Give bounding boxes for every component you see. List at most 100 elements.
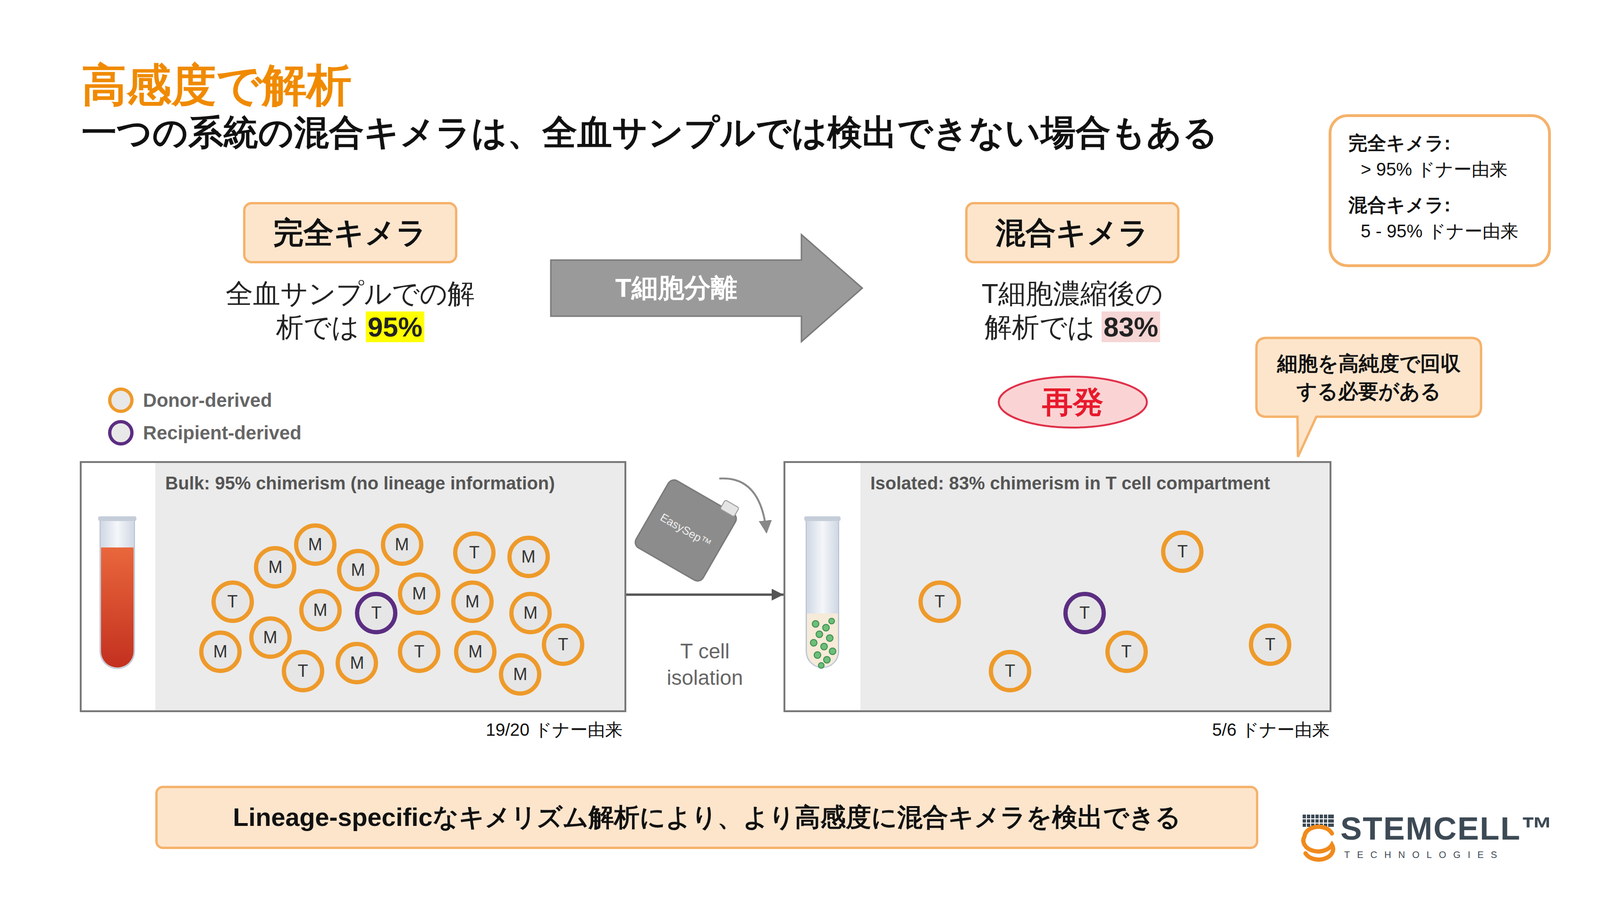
conclusion-banner: Lineage-specificなキメリズム解析により、より高感度に混合キメラを… bbox=[155, 785, 1259, 850]
cell-circle: M bbox=[336, 548, 380, 592]
cell-type: M bbox=[351, 560, 366, 581]
cell-circle: M bbox=[380, 523, 424, 566]
definition-text: 5 - 95% ドナー由来 bbox=[1348, 218, 1539, 245]
state-name: 完全キメラ bbox=[273, 212, 428, 254]
cell-circle: M bbox=[397, 572, 441, 615]
cell-type: M bbox=[513, 664, 528, 685]
result-value: 95% bbox=[365, 311, 425, 343]
cell-circle: M bbox=[498, 653, 542, 696]
cell-type: T bbox=[934, 591, 945, 612]
state-box: 完全キメラ全血サンプルでの解析では95% bbox=[243, 202, 458, 264]
cell-circle: T bbox=[541, 623, 585, 666]
title: 高感度で解析 bbox=[81, 55, 352, 117]
result-text: 全血サンプルでの解析では95% bbox=[218, 277, 483, 345]
cell-circle: M bbox=[253, 546, 297, 589]
cell-circle: M bbox=[507, 535, 550, 579]
process-name: T細胞分離 bbox=[614, 270, 737, 307]
panel-ground bbox=[860, 462, 1331, 712]
bubble-shape bbox=[1254, 336, 1483, 419]
cell-type: M bbox=[213, 641, 228, 662]
cell-circle: T bbox=[281, 649, 325, 693]
cell-type: M bbox=[268, 557, 283, 578]
cell-circle: T bbox=[397, 630, 441, 674]
cell-type: M bbox=[412, 583, 427, 604]
cell-type: T bbox=[1004, 661, 1016, 682]
cell-type: M bbox=[313, 600, 328, 621]
bubble-shape bbox=[1256, 337, 1482, 457]
cell-type: T bbox=[370, 603, 382, 624]
legend-swatch bbox=[108, 387, 134, 413]
cell-circle: T bbox=[918, 580, 961, 624]
process-arrow: T細胞分離 bbox=[550, 234, 863, 342]
cell-type: T bbox=[1177, 541, 1188, 562]
cell-circle: T bbox=[1105, 630, 1148, 674]
legend-swatch bbox=[108, 420, 134, 446]
cell-type: T bbox=[297, 661, 309, 682]
connector-label: T cell isolation bbox=[643, 638, 767, 692]
connector-arrow bbox=[626, 593, 784, 597]
panel-ground bbox=[79, 461, 627, 713]
cell-type: M bbox=[349, 653, 364, 674]
test-tube bbox=[100, 518, 135, 669]
cell-type: M bbox=[308, 534, 323, 555]
legend-text: Donor-derived bbox=[143, 389, 272, 412]
logo-icon bbox=[1302, 814, 1334, 860]
cell-type: T bbox=[227, 591, 238, 612]
test-tube bbox=[806, 518, 839, 668]
legend-entry: Recipient-derived bbox=[108, 420, 302, 446]
subtitle: 一つの系統の混合キメラは、全血サンプルでは検出できない場合もある bbox=[81, 112, 1219, 153]
cell-circle: T bbox=[1063, 591, 1106, 635]
cell-type: T bbox=[1079, 603, 1090, 624]
count-note: 19/20 ドナー由来 bbox=[485, 720, 623, 741]
cell-type: M bbox=[465, 591, 480, 612]
cell-type: M bbox=[263, 627, 278, 648]
conclusion-text: Lineage-specificなキメリズム解析により、より高感度に混合キメラを… bbox=[232, 800, 1181, 835]
cell-type: M bbox=[395, 534, 410, 555]
cell-circle: T bbox=[1248, 623, 1292, 666]
cell-circle: T bbox=[354, 591, 398, 635]
result-value: 83% bbox=[1101, 311, 1161, 343]
logo-tagline: TECHNOLOGIES bbox=[1344, 849, 1505, 861]
panel-heading: Bulk: 95% chimerism (no lineage informat… bbox=[165, 473, 556, 494]
cell-circle: M bbox=[294, 523, 337, 566]
cell-circle: M bbox=[249, 616, 292, 659]
tube-rim bbox=[804, 516, 841, 522]
callout-bubble: 細胞を高純度で回収する必要がある bbox=[1254, 336, 1483, 419]
definition-term: 完全キメラ: bbox=[1348, 129, 1539, 157]
isolated-sample bbox=[807, 613, 838, 667]
cell-circle: T bbox=[988, 649, 1032, 693]
count-note: 5/6 ドナー由来 bbox=[1212, 720, 1330, 741]
cell-type: T bbox=[413, 641, 425, 662]
sample-panel: Isolated: 83% chimerism in T cell compar… bbox=[783, 461, 1332, 713]
ellipse-shape bbox=[998, 376, 1147, 428]
tube-rim bbox=[98, 516, 137, 522]
cell-type: T bbox=[557, 634, 569, 655]
blood-sample bbox=[101, 547, 134, 668]
easysep-magnet bbox=[632, 471, 743, 584]
cell-type: T bbox=[1264, 634, 1276, 655]
outcome-text: 再発 bbox=[1042, 381, 1104, 423]
result-text: T細胞濃縮後の解析では83% bbox=[970, 277, 1174, 345]
logo-word: STEMCELL™ bbox=[1340, 809, 1554, 847]
cell-circle: M bbox=[509, 591, 552, 635]
arrow-shape bbox=[550, 234, 863, 342]
cell-circle: T bbox=[453, 531, 496, 574]
state-box: 混合キメラT細胞濃縮後の解析では83% bbox=[965, 202, 1180, 264]
cell-type: M bbox=[523, 603, 538, 624]
legend-text: Recipient-derived bbox=[143, 422, 302, 444]
outcome-ellipse: 再発 bbox=[997, 375, 1148, 429]
cell-type: T bbox=[469, 542, 480, 563]
definition-term: 混合キメラ: bbox=[1348, 191, 1539, 219]
state-name: 混合キメラ bbox=[995, 212, 1150, 254]
cell-circle: T bbox=[1161, 530, 1204, 573]
cell-circle: M bbox=[451, 580, 494, 624]
cell-circle: M bbox=[199, 630, 242, 674]
cell-type: T bbox=[1121, 641, 1132, 662]
cell-type: M bbox=[468, 641, 483, 662]
curved-arrow bbox=[719, 478, 767, 533]
cell-circle: T bbox=[211, 580, 254, 624]
definition-text: > 95% ドナー由来 bbox=[1348, 156, 1539, 183]
definition-box: 完全キメラ:> 95% ドナー由来混合キメラ:5 - 95% ドナー由来 bbox=[1328, 114, 1551, 268]
cell-type: M bbox=[521, 547, 536, 567]
